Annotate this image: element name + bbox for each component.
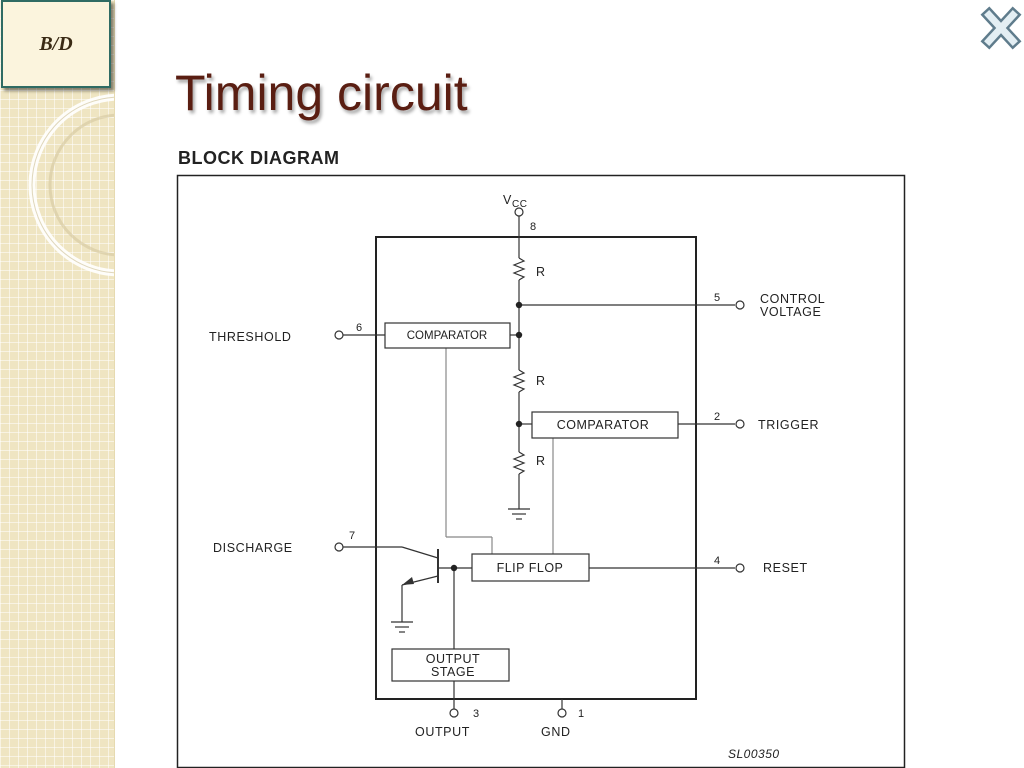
signal-control-line1: CONTROL xyxy=(760,292,825,306)
diagram-heading: BLOCK DIAGRAM xyxy=(178,148,340,168)
pin-trigger-terminal xyxy=(735,419,745,429)
pin-number-threshold: 6 xyxy=(356,322,362,334)
sidebar-ring-decoration xyxy=(28,93,114,277)
pin-number-control: 5 xyxy=(714,292,720,304)
comparator-lower-label: COMPARATOR xyxy=(557,418,650,432)
page-title: Timing circuit xyxy=(175,65,468,121)
ic-body xyxy=(375,236,697,700)
diagram-frame xyxy=(176,174,906,768)
pin-threshold-terminal xyxy=(334,330,344,340)
pin-control-terminal xyxy=(735,300,745,310)
signal-control-line2: VOLTAGE xyxy=(760,305,821,319)
resistor-label-2: R xyxy=(536,374,546,388)
output-stage-label-line1: OUTPUT xyxy=(426,652,480,666)
comparator-lower-block xyxy=(531,411,679,439)
comparator-upper-block xyxy=(384,322,511,349)
output-stage-label-line2: STAGE xyxy=(431,665,475,679)
signal-discharge: DISCHARGE xyxy=(213,541,293,555)
signal-gnd: GND xyxy=(541,725,571,739)
signal-reset: RESET xyxy=(763,561,808,575)
pin-output-terminal xyxy=(449,708,459,718)
close-button[interactable] xyxy=(980,6,1022,50)
flip-flop-label: FLIP FLOP xyxy=(497,561,564,575)
output-stage-block xyxy=(391,648,510,682)
pin-number-discharge: 7 xyxy=(349,530,355,542)
logo-text: B/D xyxy=(39,32,73,55)
vcc-label: VCC xyxy=(503,193,528,210)
resistor-label-3: R xyxy=(536,454,546,468)
signal-threshold: THRESHOLD xyxy=(209,330,292,344)
signal-trigger: TRIGGER xyxy=(758,418,819,432)
signal-output: OUTPUT xyxy=(415,725,470,739)
pin-number-vcc: 8 xyxy=(530,221,536,233)
flip-flop-block xyxy=(471,553,590,582)
resistor-label-1: R xyxy=(536,265,546,279)
pin-number-output: 3 xyxy=(473,708,479,720)
comparator-upper-label: COMPARATOR xyxy=(407,330,488,342)
pin-gnd-terminal xyxy=(557,708,567,718)
diagram-reference-code: SL00350 xyxy=(728,747,780,761)
pin-vcc-terminal xyxy=(514,207,524,217)
pin-reset-terminal xyxy=(735,563,745,573)
pin-number-trigger: 2 xyxy=(714,411,720,423)
close-icon xyxy=(980,6,1022,50)
pin-number-gnd: 1 xyxy=(578,708,584,720)
logo: B/D xyxy=(1,0,111,88)
pin-discharge-terminal xyxy=(334,542,344,552)
pin-number-reset: 4 xyxy=(714,555,720,567)
